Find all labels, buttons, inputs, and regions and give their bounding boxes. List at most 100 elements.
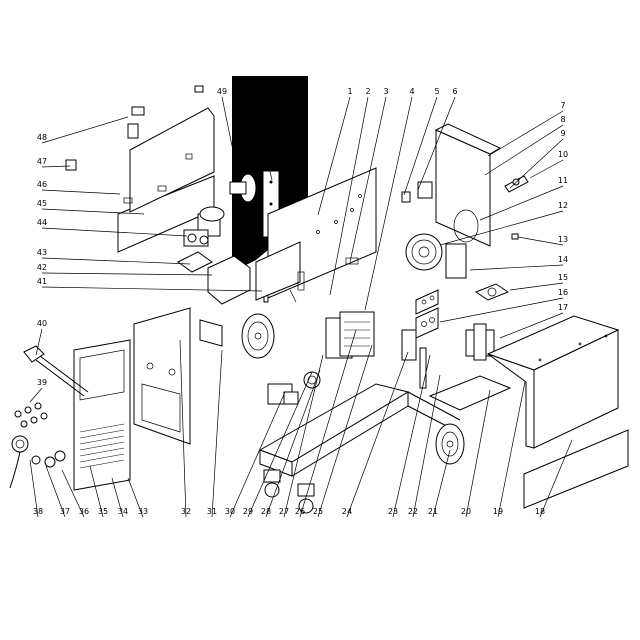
- callout-label-30: 30: [225, 507, 235, 516]
- leader-line-5: [403, 96, 438, 196]
- leader-line-39: [29, 387, 43, 403]
- callout-label-35: 35: [98, 507, 108, 516]
- part-2-power-board: [325, 311, 375, 359]
- part-35-vent-grille: [79, 423, 125, 469]
- leader-line-13: [517, 236, 564, 246]
- leader-line-1: [317, 96, 351, 216]
- leader-line-11: [479, 185, 564, 221]
- callout-label-41: 41: [37, 277, 47, 286]
- part-40-torch: [23, 345, 89, 397]
- part-11-fan: [405, 233, 443, 271]
- part-30-bridge: [267, 383, 299, 405]
- leader-lines: [29, 96, 573, 518]
- callout-label-27: 27: [279, 507, 289, 516]
- part-47-latch: [65, 159, 77, 171]
- callout-label-29: 29: [243, 507, 253, 516]
- callout-label-48: 48: [37, 133, 47, 142]
- part-17-transformer: [465, 323, 495, 361]
- callout-label-23: 23: [388, 507, 398, 516]
- callout-label-24: 24: [342, 507, 352, 516]
- leader-line-25: [317, 344, 373, 518]
- part-31-control-board: [199, 319, 223, 347]
- leader-line-31: [211, 349, 223, 518]
- callout-label-4: 4: [409, 87, 414, 96]
- part-1-center-panel: [255, 167, 377, 303]
- callout-label-42: 42: [37, 263, 47, 272]
- callout-label-9: 9: [560, 129, 565, 138]
- leader-line-17: [499, 312, 564, 339]
- leader-line-45: [41, 208, 145, 215]
- leader-line-37: [45, 465, 66, 518]
- part-23-board: [401, 329, 417, 361]
- part-19-top-cover: [486, 315, 620, 449]
- part-14-board: [415, 289, 439, 315]
- leader-line-8: [484, 124, 564, 176]
- callout-label-44: 44: [37, 218, 47, 227]
- callout-label-25: 25: [313, 507, 323, 516]
- part-21-wheel: [435, 423, 465, 465]
- part-44-wire-feeder: [183, 206, 225, 247]
- callout-label-13: 13: [558, 235, 568, 244]
- leader-line-16: [439, 297, 564, 323]
- leader-line-12: [439, 210, 564, 246]
- callout-label-38: 38: [33, 507, 43, 516]
- leader-line-38: [29, 459, 39, 518]
- leader-line-24: [346, 351, 409, 518]
- leader-line-20: [465, 389, 491, 518]
- callout-label-1: 1: [347, 87, 352, 96]
- callout-label-7: 7: [560, 101, 565, 110]
- leader-line-15: [509, 282, 564, 291]
- callout-label-45: 45: [37, 199, 47, 208]
- part-12-board: [445, 243, 467, 279]
- part-13-nut: [511, 233, 519, 240]
- callout-label-37: 37: [60, 507, 70, 516]
- part-18-side-panel: [523, 429, 629, 509]
- leader-line-10: [529, 159, 564, 179]
- callout-label-8: 8: [560, 115, 565, 124]
- part-32-front-frame: [133, 307, 191, 445]
- callout-label-46: 46: [37, 180, 47, 189]
- leader-line-36: [61, 469, 85, 518]
- callout-label-17: 17: [558, 303, 568, 312]
- callout-label-49: 49: [217, 87, 227, 96]
- leader-line-18: [539, 439, 573, 518]
- leader-line-14: [469, 264, 564, 271]
- leader-line-35: [89, 465, 104, 518]
- leader-line-6: [417, 96, 456, 191]
- leader-line-4: [364, 96, 413, 311]
- leader-line-47: [41, 165, 71, 168]
- callout-label-3: 3: [383, 87, 388, 96]
- leader-line-29: [247, 371, 313, 518]
- callout-label-28: 28: [261, 507, 271, 516]
- leader-line-22: [412, 374, 441, 518]
- callout-label-39: 39: [37, 378, 47, 387]
- leader-line-50: [251, 96, 273, 181]
- part-7-rear-panel: [434, 123, 502, 247]
- leader-line-9: [509, 138, 564, 189]
- leader-line-19: [497, 381, 526, 518]
- leader-line-26: [299, 329, 357, 518]
- leader-line-23: [392, 354, 431, 518]
- callout-label-5: 5: [434, 87, 439, 96]
- part-28-motor: [303, 371, 321, 389]
- part-25-caster: [263, 469, 315, 514]
- leader-line-42: [41, 272, 213, 276]
- leader-line-46: [41, 189, 121, 195]
- callout-label-34: 34: [118, 507, 128, 516]
- part-34-front-panel: [73, 339, 131, 491]
- callout-label-36: 36: [79, 507, 89, 516]
- callout-label-40: 40: [37, 319, 47, 328]
- callout-label-10: 10: [558, 150, 568, 159]
- callout-label-2: 2: [365, 87, 370, 96]
- leader-line-21: [432, 449, 451, 518]
- callout-label-21: 21: [428, 507, 438, 516]
- callout-label-20: 20: [461, 507, 471, 516]
- callout-label-19: 19: [493, 507, 503, 516]
- part-37-socket: [31, 450, 66, 468]
- callout-label-33: 33: [138, 507, 148, 516]
- part-15-fan: [474, 283, 510, 301]
- part-31-wheel: [241, 313, 275, 359]
- part-10-cable-gland: [504, 175, 529, 193]
- leader-line-7: [487, 110, 564, 157]
